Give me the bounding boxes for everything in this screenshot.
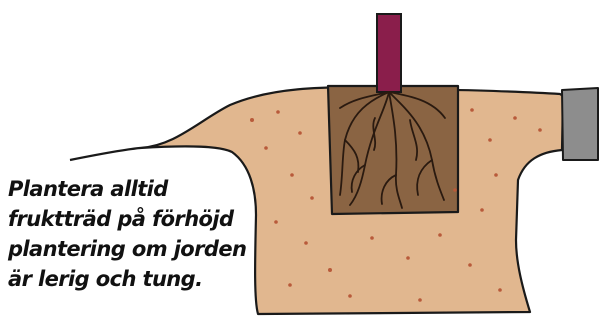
caption-line-2: fruktträd på förhöjd	[8, 204, 248, 234]
stake	[562, 88, 598, 160]
planting-hole	[328, 86, 458, 214]
caption-line-1: Plantera alltid	[8, 174, 248, 204]
caption-line-3: plantering om jorden	[8, 234, 248, 264]
ground-line	[70, 148, 140, 160]
tree-trunk	[377, 14, 401, 92]
caption: Plantera alltid fruktträd på förhöjd pla…	[8, 174, 248, 294]
caption-line-4: är lerig och tung.	[8, 264, 248, 294]
